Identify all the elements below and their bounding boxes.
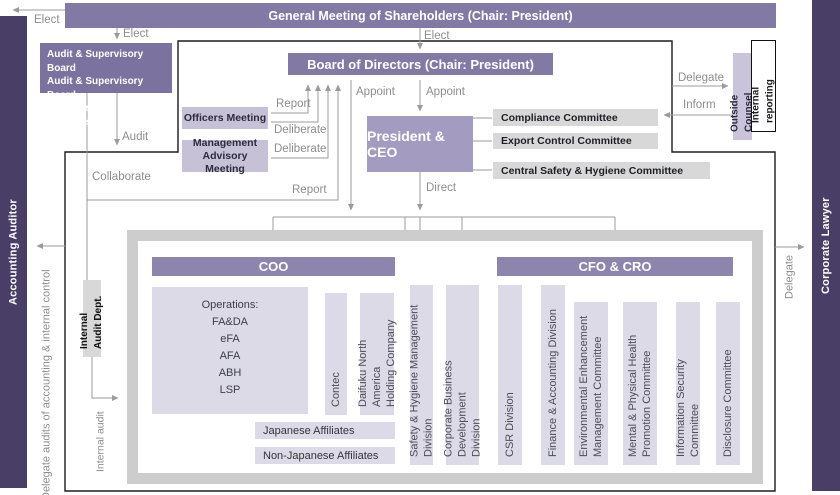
environmental-committee-box: Environmental Enhancement Management Com…: [574, 302, 608, 465]
corporate-lawyer-sidebar: Corporate Lawyer: [812, 0, 840, 491]
president-ceo-box: President & CEO: [367, 116, 473, 172]
safety-hygiene-division-box: Safety & Hygiene Management Division: [409, 285, 435, 465]
officers-meeting-box: Officers Meeting: [182, 107, 268, 129]
audit-label: Audit: [122, 131, 149, 143]
collaborate-label: Collaborate: [92, 171, 151, 183]
central-safety-hygiene-committee-box: Central Safety & Hygiene Committee: [493, 162, 710, 179]
elect-mid-label: Elect: [123, 28, 149, 40]
internal-audit-dept-box: Internal Audit Dept.: [79, 280, 104, 357]
disclosure-committee-box: Disclosure Committee: [716, 302, 740, 465]
mental-health-committee-box: Mental & Physical Health Promotion Commi…: [623, 302, 657, 465]
audit-supervisory-board-box: Audit & Supervisory Board Audit & Superv…: [40, 43, 172, 128]
daifuku-north-america-box: Daifuku North America Holding Company: [357, 293, 397, 415]
csr-division-box: CSR Division: [498, 285, 522, 465]
deliberate-officers-label: Deliberate: [274, 124, 327, 136]
deliberate-management-label: Deliberate: [274, 143, 327, 155]
corporate-business-development-box: Corporate Business Development Division: [443, 285, 483, 465]
board-of-directors-bar: Board of Directors (Chair: President): [288, 53, 553, 75]
delegate-audits-label: Delegate audits of accounting & internal…: [40, 269, 53, 495]
operations-box: Operations: FA&DA eFA AFA ABH LSP: [152, 287, 308, 414]
elect-left-label: Elect: [34, 14, 60, 26]
delegate-outside-counsel-label: Delegate: [678, 72, 725, 84]
cfo-cro-bar: CFO & CRO: [497, 257, 733, 276]
export-control-committee-box: Export Control Committee: [493, 133, 658, 149]
non-japanese-affiliates-box: Non-Japanese Affiliates: [255, 447, 395, 464]
appoint-left-label: Appoint: [356, 86, 396, 98]
management-advisory-meeting-box: Management Advisory Meeting: [182, 137, 268, 175]
direct-label: Direct: [426, 182, 457, 194]
inform-label: Inform: [683, 99, 716, 111]
report-officers-label: Report: [276, 98, 311, 110]
accounting-auditor-sidebar: Accounting Auditor: [0, 16, 27, 488]
delegate-corporate-lawyer-label: Delegate: [783, 254, 796, 300]
report-audit-board-label: Report: [292, 184, 327, 196]
coo-bar: COO: [152, 257, 395, 276]
contec-box: Contec: [325, 293, 347, 415]
elect-board-label: Elect: [424, 30, 450, 42]
internal-audit-label: Internal audit: [94, 411, 107, 473]
appoint-right-label: Appoint: [426, 86, 466, 98]
information-security-committee-box: Information Security Committee: [675, 302, 701, 465]
japanese-affiliates-box: Japanese Affiliates: [255, 422, 395, 439]
general-meeting-bar: General Meeting of Shareholders (Chair: …: [65, 3, 776, 28]
compliance-committee-box: Compliance Committee: [493, 109, 658, 126]
finance-accounting-division-box: Finance & Accounting Division: [541, 285, 565, 465]
internal-reporting-box: Internal reporting: [751, 40, 776, 132]
governance-boundary: [64, 40, 776, 492]
